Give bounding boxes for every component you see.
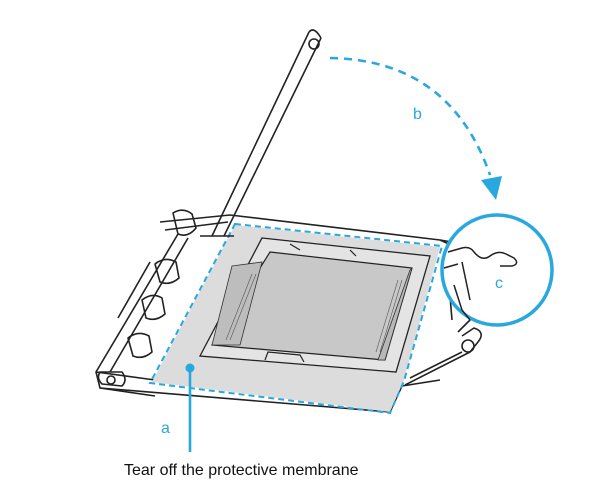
circle-c <box>440 213 554 327</box>
membrane-outline <box>148 222 444 415</box>
label-a: a <box>161 420 170 437</box>
instruction-caption: Tear off the protective membrane <box>124 462 359 479</box>
arrow-b-head <box>481 176 502 200</box>
pointer-a <box>185 363 195 452</box>
label-b: b <box>413 106 422 123</box>
socket-lever[interactable] <box>200 29 322 237</box>
label-c: c <box>495 275 503 292</box>
arrow-b <box>329 56 492 176</box>
socket-pocket <box>198 237 431 373</box>
